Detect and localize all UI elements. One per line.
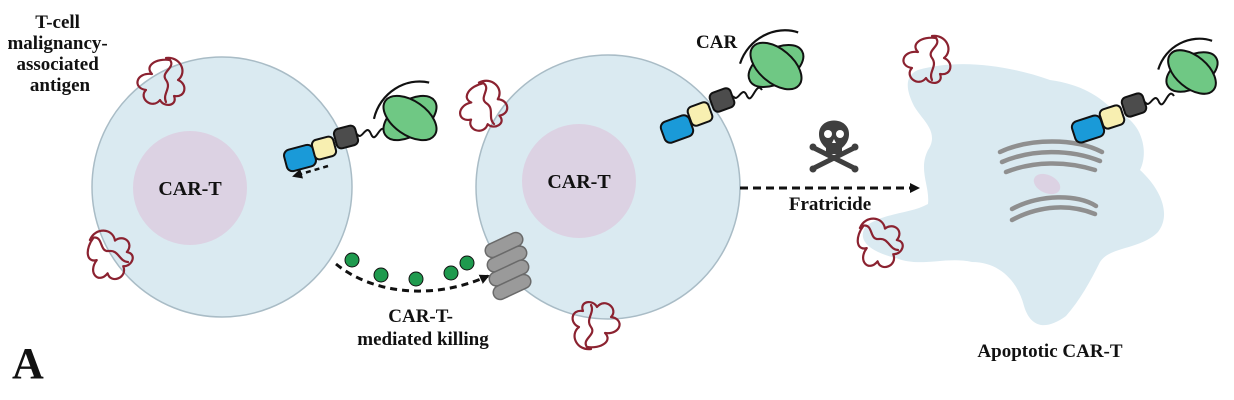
left-cart-cell: [91, 56, 353, 318]
killing-label: CAR-T- mediated killing: [357, 306, 489, 350]
perforin-pore: [484, 231, 532, 301]
granzyme-dots: [344, 252, 475, 287]
car-receptor-middle: [659, 29, 805, 144]
antigen-label: T-cell malignancy- associated antigen: [7, 12, 112, 96]
middle-cell-nucleus: [522, 124, 636, 238]
apoptotic-label: Apoptotic CAR-T: [977, 341, 1122, 362]
apoptotic-cell-body: [862, 64, 1165, 326]
car-receptor-left: [283, 80, 438, 173]
left-cell-nucleus: [133, 131, 247, 245]
car-label: CAR: [696, 32, 737, 53]
internalization-arrow: [292, 164, 329, 179]
panel-label: A: [12, 339, 44, 388]
skull-crossbones-icon: [809, 120, 859, 173]
cart-label-left: CAR-T: [158, 178, 222, 200]
car-receptor-apoptotic: [1070, 37, 1219, 144]
killing-arrow: [335, 262, 490, 293]
fragmented-organelles: [997, 139, 1105, 223]
fratricide-label: Fratricide: [789, 194, 871, 215]
condensed-nucleus: [1033, 173, 1061, 195]
apoptotic-cell: [862, 64, 1165, 326]
cart-label-middle: CAR-T: [547, 171, 611, 193]
